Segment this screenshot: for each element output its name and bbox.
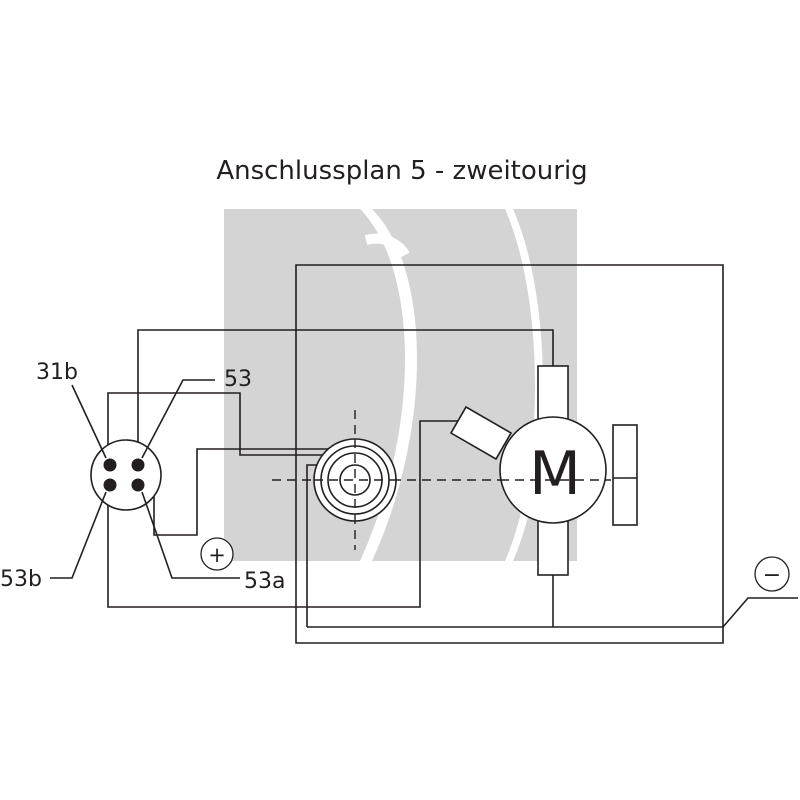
- leader-53a: [141, 491, 240, 579]
- label-53a: 53a: [244, 569, 285, 594]
- motor-shaft-block: [612, 424, 638, 526]
- wire-outer-frame: [295, 264, 724, 644]
- limit-switch: [313, 438, 397, 522]
- connector-plug: [90, 439, 162, 511]
- label-31b: 31b: [36, 360, 78, 385]
- pin-53b: [103, 478, 117, 492]
- motor-brush-bottom: [537, 519, 569, 576]
- svg-text:−: −: [763, 563, 781, 588]
- label-53: 53: [224, 367, 252, 392]
- diagram-title: Anschlussplan 5 - zweitourig: [216, 156, 587, 186]
- minus-symbol: −: [754, 556, 790, 592]
- svg-text:+: +: [208, 543, 226, 567]
- pin-53a: [131, 478, 145, 492]
- motor-brush-top: [537, 365, 569, 422]
- wire-31b-top: [137, 329, 554, 480]
- leader-31b: [71, 384, 107, 459]
- motor-label: M: [529, 439, 581, 509]
- motor-brush-aux: [449, 405, 513, 461]
- leader-53: [141, 379, 215, 459]
- wire-ground-rail: [307, 597, 798, 628]
- pin-53: [131, 458, 145, 472]
- label-53b: 53b: [0, 567, 42, 592]
- pin-31b: [103, 458, 117, 472]
- leader-53b: [50, 491, 107, 579]
- watermark-logo: [224, 209, 577, 561]
- plus-symbol: +: [200, 537, 234, 571]
- motor: M: [499, 416, 607, 524]
- wire-53b: [107, 420, 460, 608]
